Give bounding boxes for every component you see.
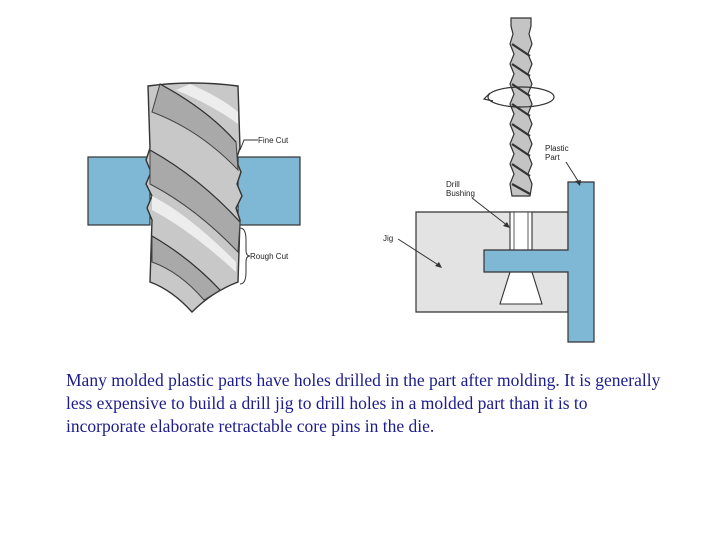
drill-jig-figure: Plastic Part Drill Bushing Jig: [383, 17, 595, 343]
plastic-part-label-line1: Plastic: [545, 144, 569, 153]
plastic-block-left: [87, 156, 151, 226]
jig-label: Jig: [383, 234, 393, 243]
fine-cut-label: Fine Cut: [258, 136, 289, 145]
drill-bushing-label-line2: Bushing: [446, 189, 475, 198]
caption-text: Many molded plastic parts have holes dri…: [66, 370, 661, 436]
plastic-part-label-line2: Part: [545, 153, 560, 162]
plastic-part: [483, 181, 595, 343]
drill-bushing-label-line1: Drill: [446, 180, 460, 189]
drill-cut-figure: Fine Cut Rough Cut: [87, 82, 301, 314]
drilling-diagram: Fine Cut Rough Cut Plastic Part Drill Bu…: [87, 17, 595, 343]
plastic-block-right: [237, 156, 301, 226]
rough-cut-label: Rough Cut: [250, 252, 289, 261]
